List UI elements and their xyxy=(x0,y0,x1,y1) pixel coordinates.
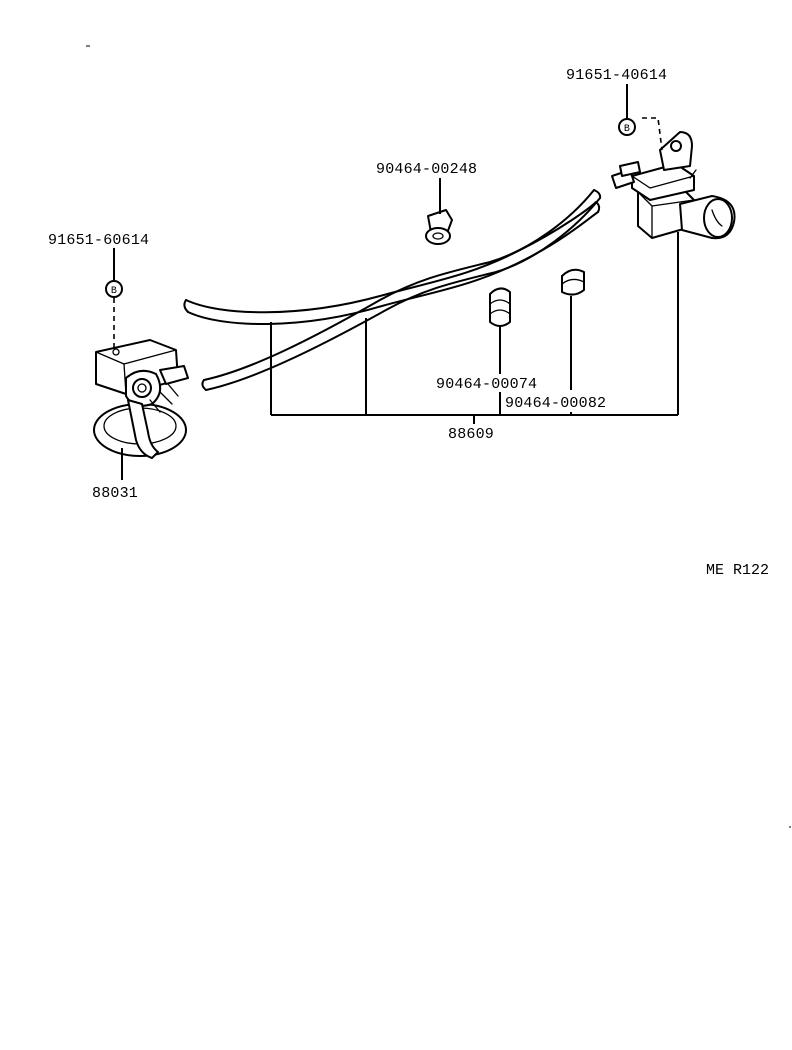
valve-left-drawing xyxy=(93,339,189,459)
bolt-marker-right: B xyxy=(618,118,636,136)
svg-text:B: B xyxy=(624,124,630,135)
clamp-top-drawing xyxy=(425,209,453,245)
label-bolt-left: 91651-60614 xyxy=(48,232,149,249)
hose-assembly-drawing xyxy=(183,189,602,391)
label-clamp-right: 90464-00082 xyxy=(505,395,606,412)
clamp-right-drawing xyxy=(561,268,585,296)
label-clamp-top: 90464-00248 xyxy=(376,161,477,178)
label-hose-assembly: 88609 xyxy=(448,426,494,443)
label-bolt-right: 91651-40614 xyxy=(566,67,667,84)
bolt-marker-left: B xyxy=(105,280,123,298)
leader-lines xyxy=(113,84,679,480)
svg-text:B: B xyxy=(111,286,117,297)
clamp-mid-drawing xyxy=(489,287,511,327)
label-valve-left: 88031 xyxy=(92,485,138,502)
diagram-code: ME R122 xyxy=(706,562,770,579)
vsv-right-drawing xyxy=(611,131,736,240)
label-clamp-mid: 90464-00074 xyxy=(436,376,537,393)
